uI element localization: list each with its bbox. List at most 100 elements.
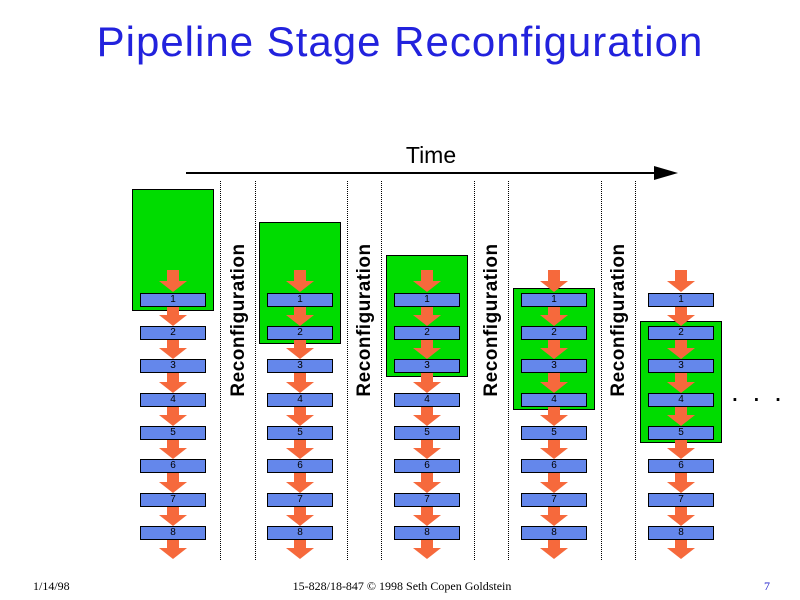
stage-flow-arrow-icon <box>540 339 568 359</box>
pipeline-stage-6: 6 <box>394 459 460 473</box>
stage-flow-arrow-icon <box>667 506 695 526</box>
stage-flow-arrow-icon <box>413 406 441 426</box>
stage-flow-arrow-icon <box>159 306 187 326</box>
stage-flow-arrow-icon <box>667 306 695 326</box>
arrow-head <box>159 382 187 393</box>
stage-flow-arrow-icon <box>413 339 441 359</box>
arrow-stem <box>167 506 179 515</box>
pipeline-stage-4: 4 <box>267 393 333 407</box>
arrow-stem <box>548 270 560 281</box>
arrow-head <box>286 448 314 459</box>
arrow-stem <box>421 506 433 515</box>
arrow-stem <box>675 306 687 315</box>
stage-flow-arrow-icon <box>159 339 187 359</box>
arrow-stem <box>675 506 687 515</box>
arrow-head <box>540 482 568 493</box>
stage-flow-arrow-icon <box>540 472 568 493</box>
time-axis-line <box>186 172 656 174</box>
pipeline-stage-3: 3 <box>394 359 460 373</box>
arrow-head <box>286 415 314 426</box>
arrow-head <box>286 482 314 493</box>
arrow-head <box>159 515 187 526</box>
arrow-head <box>413 515 441 526</box>
arrow-head <box>540 448 568 459</box>
separator-line <box>220 181 221 560</box>
pipeline-stage-7: 7 <box>648 493 714 507</box>
pipeline-stage-1: 1 <box>140 293 206 307</box>
arrow-stem <box>294 339 306 348</box>
pipeline-stage-8: 8 <box>267 526 333 540</box>
arrow-stem <box>421 270 433 281</box>
arrow-head <box>540 281 568 292</box>
arrow-head <box>413 281 441 292</box>
reconfiguration-label: Reconfiguration <box>354 243 375 397</box>
pipeline-stage-3: 3 <box>140 359 206 373</box>
stage-flow-arrow-icon <box>667 270 695 292</box>
pipeline-stage-6: 6 <box>140 459 206 473</box>
time-axis-label: Time <box>405 142 457 168</box>
arrow-head <box>413 548 441 559</box>
arrow-head <box>667 281 695 292</box>
stage-flow-arrow-icon <box>667 539 695 559</box>
continuation-ellipsis: . . . <box>731 376 785 407</box>
arrow-stem <box>675 406 687 415</box>
stage-flow-arrow-icon <box>159 372 187 393</box>
arrow-stem <box>294 439 306 448</box>
pipeline-stage-4: 4 <box>394 393 460 407</box>
separator-line <box>347 181 348 560</box>
stage-flow-arrow-icon <box>413 270 441 292</box>
arrow-stem <box>167 339 179 348</box>
arrow-stem <box>548 339 560 348</box>
pipeline-stage-8: 8 <box>394 526 460 540</box>
arrow-stem <box>421 406 433 415</box>
pipeline-stage-6: 6 <box>521 459 587 473</box>
reconfiguration-label: Reconfiguration <box>227 243 249 397</box>
stage-flow-arrow-icon <box>286 406 314 426</box>
arrow-head <box>159 348 187 359</box>
pipeline-stage-6: 6 <box>267 459 333 473</box>
pipeline-stage-3: 3 <box>648 359 714 373</box>
arrow-stem <box>294 270 306 281</box>
stage-flow-arrow-icon <box>413 472 441 493</box>
arrow-head <box>286 281 314 292</box>
arrow-stem <box>294 306 306 315</box>
pipeline-stage-4: 4 <box>140 393 206 407</box>
separator-line <box>635 181 636 560</box>
arrow-head <box>540 348 568 359</box>
pipeline-stage-8: 8 <box>140 526 206 540</box>
stage-flow-arrow-icon <box>286 270 314 292</box>
separator-line <box>508 181 509 560</box>
pipeline-stage-2: 2 <box>267 326 333 340</box>
stage-flow-arrow-icon <box>286 439 314 459</box>
footer-page-number: 7 <box>764 579 770 593</box>
arrow-stem <box>675 472 687 482</box>
arrow-stem <box>167 472 179 482</box>
pipeline-stage-6: 6 <box>648 459 714 473</box>
arrow-head <box>413 415 441 426</box>
arrow-head <box>540 548 568 559</box>
separator-line <box>255 181 256 560</box>
stage-flow-arrow-icon <box>413 372 441 393</box>
arrow-head <box>413 382 441 393</box>
stage-flow-arrow-icon <box>413 306 441 326</box>
stage-flow-arrow-icon <box>667 406 695 426</box>
arrow-stem <box>167 372 179 382</box>
stage-flow-arrow-icon <box>667 372 695 393</box>
stage-flow-arrow-icon <box>540 372 568 393</box>
arrow-head <box>667 548 695 559</box>
stage-flow-arrow-icon <box>286 539 314 559</box>
arrow-stem <box>294 539 306 548</box>
arrow-head <box>159 548 187 559</box>
arrow-head <box>667 415 695 426</box>
arrow-head <box>667 348 695 359</box>
stage-flow-arrow-icon <box>159 270 187 292</box>
arrow-stem <box>421 339 433 348</box>
arrow-head <box>286 382 314 393</box>
pipeline-stage-1: 1 <box>394 293 460 307</box>
arrow-stem <box>167 406 179 415</box>
arrow-head <box>540 382 568 393</box>
stage-flow-arrow-icon <box>159 439 187 459</box>
stage-flow-arrow-icon <box>286 306 314 326</box>
pipeline-stage-5: 5 <box>140 426 206 440</box>
arrow-head <box>286 348 314 359</box>
